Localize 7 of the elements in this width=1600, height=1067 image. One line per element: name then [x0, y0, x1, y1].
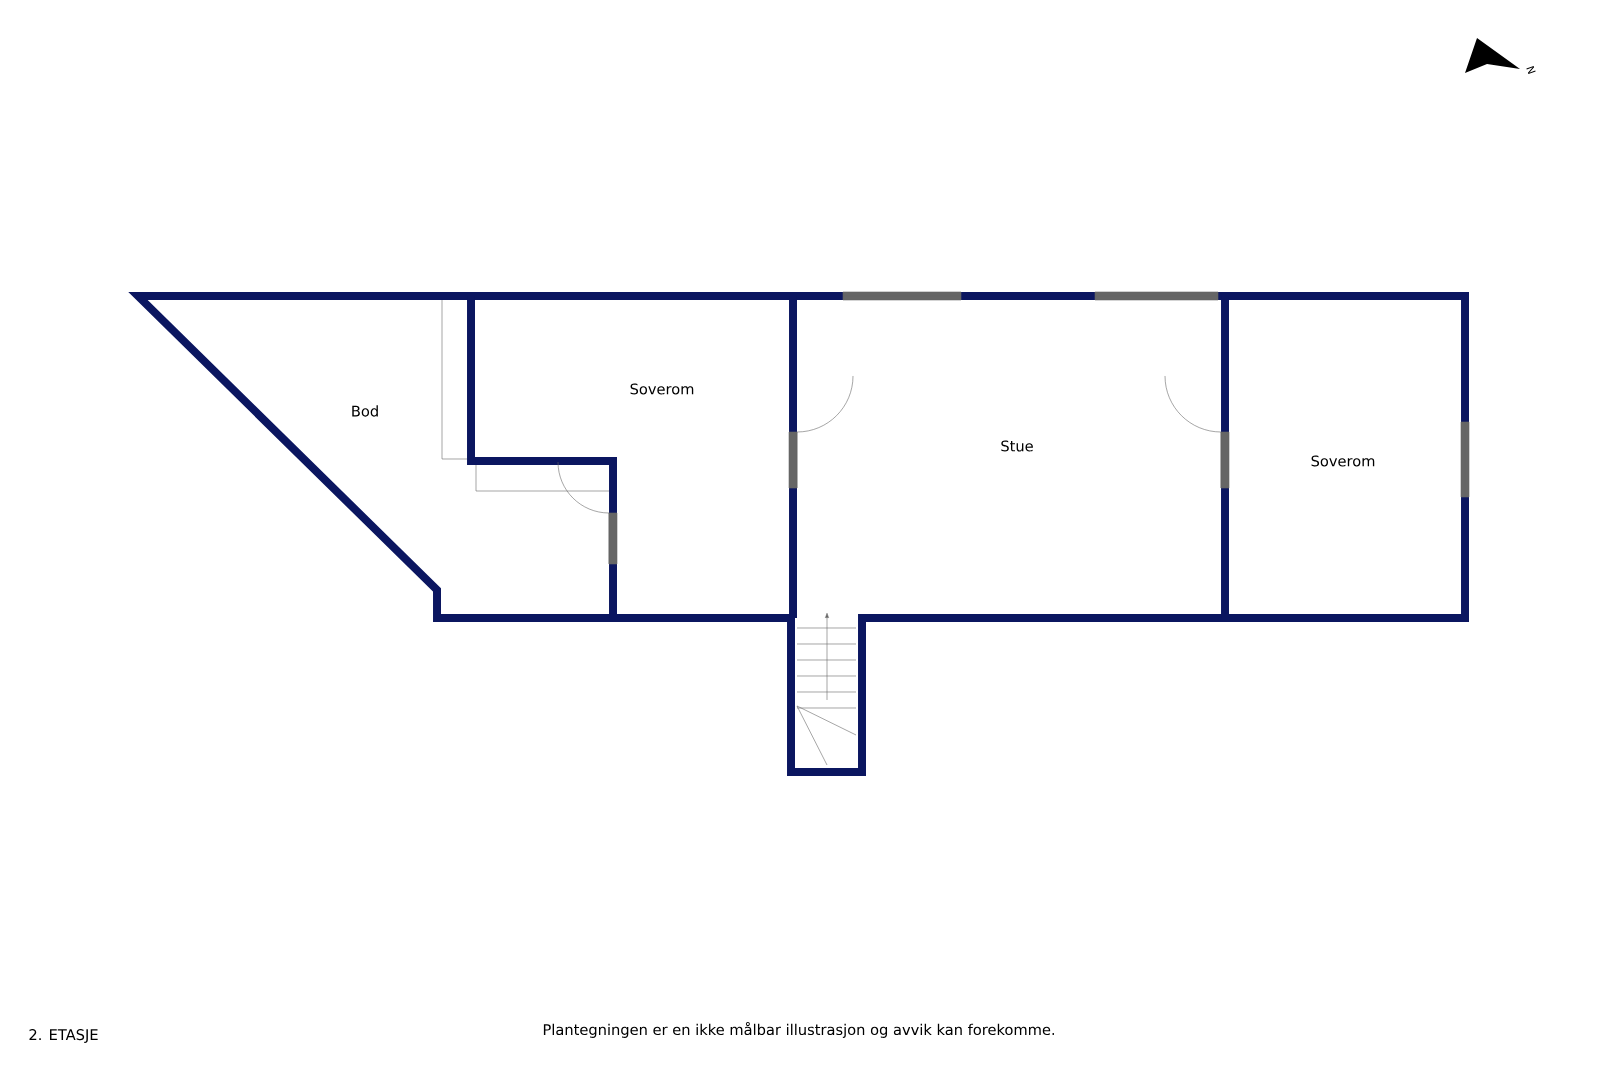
floor-label: 2. ETASJE — [29, 1029, 98, 1043]
room-label: Soverom — [1311, 455, 1375, 467]
room-label: Bod — [352, 405, 378, 417]
compass-label: N — [1526, 65, 1536, 75]
disclaimer-text: Plantegningen er en ikke målbar illustrasjon og avvik kan forekomme. — [543, 1022, 1055, 1038]
room-label: Soverom — [630, 383, 694, 395]
room-label: Stue — [1001, 440, 1033, 452]
